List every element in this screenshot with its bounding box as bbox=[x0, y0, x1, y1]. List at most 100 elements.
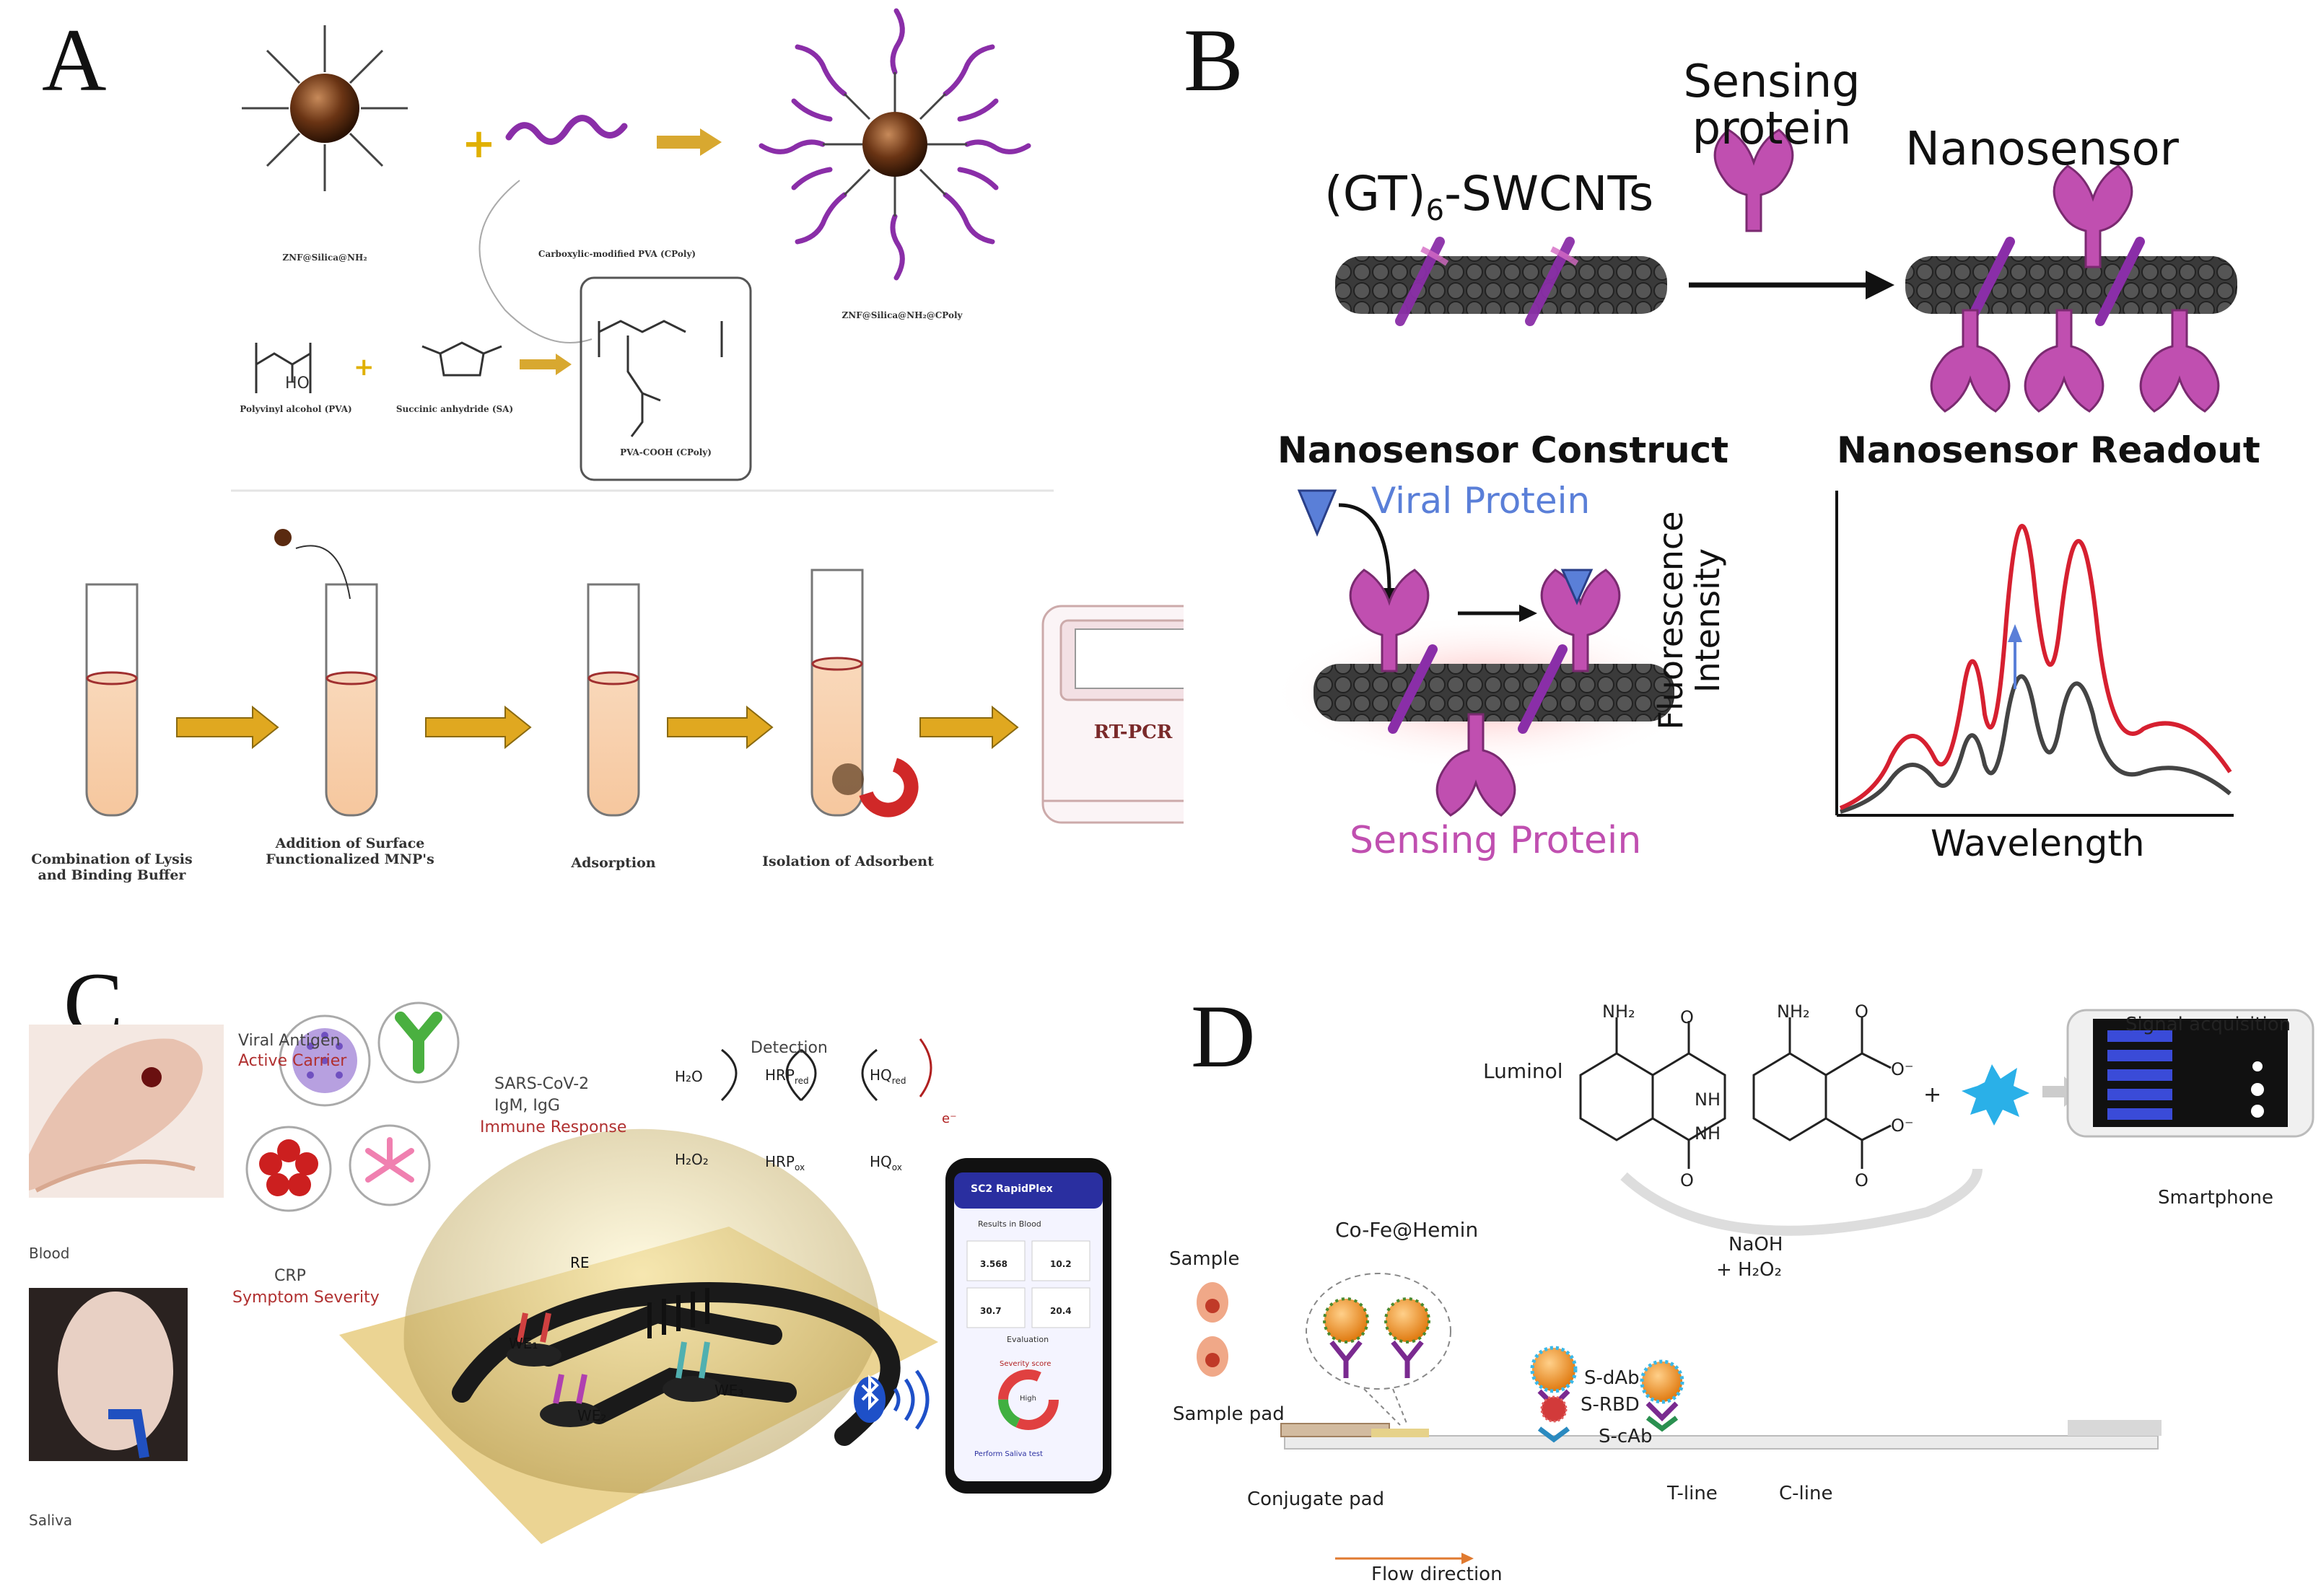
chem-hrp-red: HRPred bbox=[765, 1066, 809, 1086]
cofe-hemin-cluster bbox=[1306, 1273, 1451, 1426]
phone-value-2: 10.2 bbox=[1050, 1259, 1072, 1269]
binding-arrow bbox=[1689, 271, 1894, 299]
c-line-stack bbox=[1640, 1359, 1684, 1432]
step-label-1: Combination of Lysis and Binding Buffer bbox=[31, 851, 193, 883]
conjugate-pad-label: Conjugate pad bbox=[1247, 1488, 1385, 1510]
re-label: RE bbox=[570, 1254, 590, 1271]
chem-h2o: H₂O bbox=[675, 1068, 703, 1085]
phone-saliva-button[interactable]: Perform Saliva test bbox=[974, 1450, 1043, 1458]
naoh-label: NaOH bbox=[1728, 1234, 1783, 1255]
panel-a-letter: A bbox=[42, 11, 107, 110]
chem-h2o2: H₂O₂ bbox=[675, 1151, 709, 1168]
s-cab-label: S-cAb bbox=[1599, 1426, 1653, 1447]
sensing-protein-icon bbox=[1713, 128, 1794, 232]
detection-label: Detection bbox=[751, 1039, 828, 1057]
panel-b-diagram bbox=[1270, 128, 2237, 817]
signal-acquisition-label: Signal acquisition bbox=[2125, 1014, 2291, 1035]
test-tube-1 bbox=[85, 583, 139, 817]
nh2-luminol: NH₂ bbox=[1602, 1001, 1635, 1022]
hq-red-sub: red bbox=[891, 1076, 906, 1086]
sample-droplets bbox=[1197, 1282, 1228, 1377]
step-label-2: Addition of Surface Functionalized MNP's bbox=[266, 836, 434, 867]
panel-d-letter: D bbox=[1191, 987, 1256, 1086]
bluetooth-icon bbox=[854, 1369, 930, 1430]
s-rbd-label: S-RBD bbox=[1581, 1394, 1640, 1416]
chem-hq-red: HQred bbox=[870, 1066, 906, 1086]
enhanced-trace bbox=[1839, 524, 2232, 810]
nh-label-1: NH bbox=[1695, 1089, 1721, 1110]
test-tube-4 bbox=[810, 569, 919, 817]
o-luminol-top: O bbox=[1680, 1007, 1694, 1027]
rt-pcr-label: RT-PCR bbox=[1093, 722, 1173, 743]
aminophthalate-structure bbox=[1752, 1017, 1892, 1169]
gt-swcnt-label: (GT)6-SWCNTs bbox=[1324, 166, 1653, 227]
chem-electron: e⁻ bbox=[942, 1111, 957, 1126]
t-line-label: T-line bbox=[1667, 1483, 1718, 1504]
viral-protein-label: Viral Protein bbox=[1371, 480, 1591, 522]
h2o2-label: + H₂O₂ bbox=[1716, 1259, 1782, 1281]
step-label-4: Isolation of Adsorbent bbox=[762, 854, 934, 869]
svg-text:HO: HO bbox=[285, 374, 310, 393]
receptor-circle bbox=[349, 1124, 431, 1206]
phone bbox=[945, 1158, 1111, 1494]
readout-title: Nanosensor Readout bbox=[1837, 429, 2260, 471]
sars-line2: IgM, IgG bbox=[494, 1097, 560, 1115]
panel-d-diagram bbox=[1197, 1009, 2315, 1564]
nanosensor-label: Nanosensor bbox=[1905, 123, 2179, 176]
nanosensor-proteins bbox=[1930, 165, 2220, 413]
signal-smartphone bbox=[2066, 1009, 2315, 1138]
phone-evaluation: Evaluation bbox=[1007, 1335, 1049, 1344]
plus-icon-2: + bbox=[354, 353, 375, 382]
znf-label: ZNF@Silica@NH₂ bbox=[282, 253, 367, 263]
t-line-stack bbox=[1530, 1346, 1578, 1443]
gt-suffix: -SWCNTs bbox=[1444, 166, 1654, 222]
sars-line1: SARS-CoV-2 bbox=[494, 1075, 590, 1093]
hq-red-text: HQ bbox=[870, 1066, 892, 1084]
sa-label: Succinic anhydride (SA) bbox=[395, 404, 514, 414]
phone-title: SC2 RapidPlex bbox=[971, 1183, 1053, 1195]
immune-response-label: Immune Response bbox=[480, 1118, 627, 1136]
antibody-circle bbox=[377, 1001, 460, 1084]
capture-arrow bbox=[1338, 503, 1391, 592]
gt-subscript: 6 bbox=[1425, 194, 1445, 228]
o-minus-bottom: O⁻ bbox=[1891, 1115, 1914, 1136]
saliva-label: Saliva bbox=[29, 1512, 73, 1529]
gt-prefix: (GT) bbox=[1324, 166, 1426, 222]
saliva-photo bbox=[29, 1288, 188, 1461]
phone-gauge-label: High bbox=[1020, 1395, 1036, 1403]
we1-label: WE₁ bbox=[509, 1335, 538, 1352]
pva-cooh-label: PVA-COOH (CPoly) bbox=[620, 447, 712, 457]
active-carrier-label: Active Carrier bbox=[238, 1052, 347, 1070]
reaction-arrow bbox=[657, 128, 722, 156]
chem-hq-ox: HQox bbox=[870, 1153, 902, 1172]
product-label: ZNF@Silica@NH₂@CPoly bbox=[842, 310, 963, 320]
panel-a-diagram: + bbox=[85, 8, 1184, 824]
o-product-bottom: O bbox=[1855, 1170, 1868, 1191]
process-arrows bbox=[176, 705, 1019, 750]
nanosensor-tube bbox=[1905, 256, 2237, 314]
detection-cycle bbox=[720, 1038, 932, 1102]
construct-tube bbox=[1314, 664, 1674, 722]
cofe-hemin-label: Co-Fe@Hemin bbox=[1335, 1218, 1479, 1242]
o-minus-top: O⁻ bbox=[1891, 1059, 1914, 1079]
amine-nanoparticle bbox=[242, 25, 408, 191]
flow-direction-label: Flow direction bbox=[1371, 1564, 1503, 1585]
hrp-ox-text: HRP bbox=[765, 1153, 795, 1170]
sensing-protein-bottom-label: Sensing Protein bbox=[1350, 819, 1642, 862]
plus-icon: + bbox=[462, 120, 496, 167]
c-line-label: C-line bbox=[1779, 1483, 1833, 1504]
connector-arc bbox=[478, 180, 593, 343]
pva-structure bbox=[255, 343, 312, 393]
sensing-protein-top-label: Sensing protein bbox=[1683, 55, 1861, 155]
reaction-arrow-2 bbox=[520, 354, 572, 375]
hrp-red-text: HRP bbox=[765, 1066, 795, 1084]
viral-antigen-label: Viral Antigen bbox=[238, 1032, 341, 1050]
hq-ox-sub: ox bbox=[891, 1162, 902, 1172]
chem-hrp-ox: HRPox bbox=[765, 1153, 805, 1172]
hq-ox-text: HQ bbox=[870, 1153, 892, 1170]
pva-label: Polyvinyl alcohol (PVA) bbox=[240, 404, 352, 414]
phone-value-1: 3.568 bbox=[980, 1259, 1007, 1269]
hrp-ox-sub: ox bbox=[795, 1162, 805, 1172]
cpva-label: Carboxylic-modified PVA (CPoly) bbox=[538, 249, 696, 259]
finger-photo bbox=[29, 1025, 224, 1198]
